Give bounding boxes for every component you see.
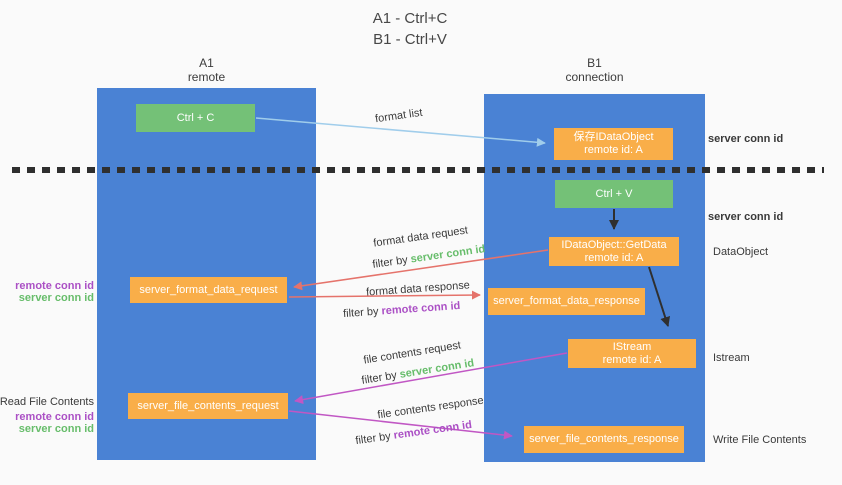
server-conn-id-text-2: server conn id — [398, 357, 475, 381]
label-format-list: format list — [374, 106, 424, 126]
label-file-contents-response: file contents response — [376, 394, 485, 422]
lane-header-b1: B1 connection — [484, 56, 705, 84]
annotation-conn-ids-format: remote conn id server conn id — [15, 280, 94, 304]
diagram-title: A1 - Ctrl+C B1 - Ctrl+V — [260, 8, 560, 50]
remote-conn-id-text-2: remote conn id — [392, 418, 473, 442]
node-ctrl-c: Ctrl + C — [136, 104, 255, 132]
node-getdata-line2: remote id: A — [584, 251, 644, 264]
annotation-dataobject: DataObject — [713, 246, 769, 258]
node-ctrl-v: Ctrl + V — [555, 180, 673, 208]
lane-a1-name: A1 — [199, 56, 214, 70]
annotation-remote-conn-id-2: remote conn id — [15, 411, 94, 423]
node-format-request-label: server_format_data_request — [139, 283, 278, 296]
annotation-remote-conn-id-1: remote conn id — [15, 280, 94, 292]
node-ctrl-v-label: Ctrl + V — [595, 187, 633, 200]
node-file-request-label: server_file_contents_request — [137, 399, 279, 412]
annotation-istream: Istream — [713, 352, 750, 364]
node-server-format-data-response: server_format_data_response — [488, 288, 645, 315]
node-istream-line2: remote id: A — [602, 353, 662, 366]
annotation-server-conn-id-top: server conn id — [708, 133, 784, 145]
node-istream: IStream remote id: A — [568, 339, 696, 368]
title-line-2: B1 - Ctrl+V — [373, 31, 447, 48]
remote-conn-id-text-1: remote conn id — [381, 299, 461, 318]
label-filter-by-remote-conn-id-2: filter by remote conn id — [355, 419, 473, 447]
filter-by-text-3: filter by — [360, 369, 398, 387]
node-server-file-contents-request: server_file_contents_request — [128, 393, 288, 419]
node-file-response-label: server_file_contents_response — [529, 433, 679, 445]
annotation-server-conn-id-left-1: server conn id — [18, 292, 94, 304]
annotation-read-file-contents: Read File Contents — [0, 396, 94, 408]
title-line-1: A1 - Ctrl+C — [372, 10, 448, 27]
annotation-server-conn-id-left-2: server conn id — [18, 423, 94, 435]
filter-by-text-2: filter by — [342, 305, 379, 321]
server-conn-id-text-1: server conn id — [409, 243, 487, 266]
filter-by-text-4: filter by — [354, 430, 392, 448]
node-format-response-label: server_format_data_response — [493, 295, 640, 307]
lane-b1-name: B1 — [587, 56, 602, 70]
annotation-conn-ids-file: remote conn id server conn id — [15, 411, 94, 435]
filter-by-text-1: filter by — [371, 254, 409, 271]
label-format-data-response: format data response — [365, 279, 471, 299]
label-filter-by-remote-conn-id-1: filter by remote conn id — [343, 300, 461, 320]
clipboard-boundary-divider — [12, 167, 824, 173]
node-server-format-data-request: server_format_data_request — [130, 277, 287, 303]
node-getdata-line1: IDataObject::GetData — [561, 238, 667, 251]
node-server-file-contents-response: server_file_contents_response — [524, 426, 684, 453]
node-save-idataobject-line2: remote id: A — [584, 144, 643, 156]
annotation-server-conn-id-mid: server conn id — [708, 211, 784, 223]
annotation-write-file-contents: Write File Contents — [713, 434, 807, 446]
lane-a1-role: remote — [187, 70, 226, 84]
label-format-data-request: format data request — [372, 224, 469, 250]
node-idataobject-getdata: IDataObject::GetData remote id: A — [549, 237, 679, 266]
node-ctrl-c-label: Ctrl + C — [176, 111, 215, 124]
node-save-idataobject-line1: 保存IDataObject — [573, 131, 654, 143]
node-save-idataobject: 保存IDataObject remote id: A — [554, 128, 673, 160]
lane-b1-role: connection — [565, 70, 624, 84]
lane-header-a1: A1 remote — [97, 56, 316, 84]
node-istream-line1: IStream — [612, 340, 652, 353]
